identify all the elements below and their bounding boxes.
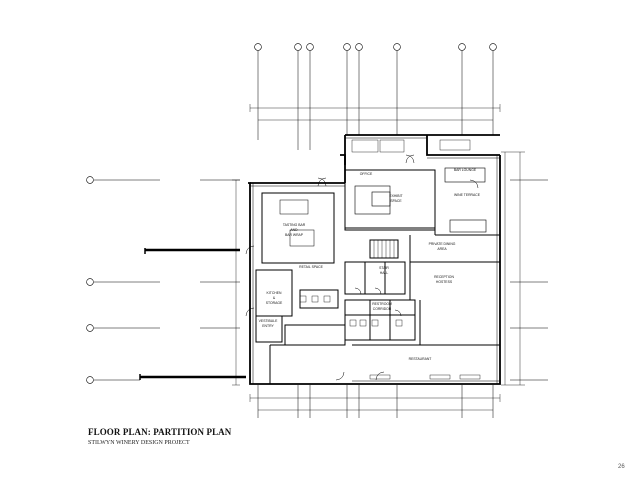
room-label-terrace: WINE TERRACE xyxy=(454,193,481,197)
svg-text:ENTRY: ENTRY xyxy=(262,324,274,328)
page-number: 26 xyxy=(618,464,625,470)
room-label-bar-lounge: BAR LOUNGE xyxy=(454,168,477,172)
grid-bubbles-left xyxy=(86,176,94,384)
room-label-stair: STAIR xyxy=(379,266,389,270)
interior-partitions xyxy=(255,167,500,384)
svg-text:STORAGE: STORAGE xyxy=(266,301,283,305)
room-label-vestibule: VESTIBULE xyxy=(259,319,278,323)
grid-bubbles-top xyxy=(254,43,497,51)
svg-text:AREA: AREA xyxy=(437,247,447,251)
room-label-restroom: RESTROOM xyxy=(372,302,392,306)
svg-text:HOSTESS: HOSTESS xyxy=(436,280,453,284)
room-label-restaurant: RESTAURANT xyxy=(409,357,432,361)
room-label-reception: RECEPTION xyxy=(434,275,454,279)
fixtures xyxy=(299,139,481,380)
grid-lines-horizontal xyxy=(94,179,548,381)
room-label-private-dining: PRIVATE DINING xyxy=(429,242,456,246)
svg-text:BAR WRAP: BAR WRAP xyxy=(285,233,304,237)
dimension-lines-top xyxy=(249,104,501,121)
room-label-kitchen: KITCHEN xyxy=(267,291,282,295)
svg-text:CORRIDOR: CORRIDOR xyxy=(373,307,392,311)
top-window-band xyxy=(250,137,500,384)
svg-text:HALL: HALL xyxy=(380,271,389,275)
svg-text:&: & xyxy=(273,296,276,300)
room-label-tasting: TASTING BAR xyxy=(283,223,306,227)
sheet-title: FLOOR PLAN: PARTITION PLAN xyxy=(88,427,232,437)
exterior-walls xyxy=(248,134,501,385)
grid-lines-vertical xyxy=(257,51,494,418)
entry-walls xyxy=(140,248,246,379)
dimension-lines-left xyxy=(232,179,240,386)
sheet-subtitle: STILWYN WINERY DESIGN PROJECT xyxy=(88,440,190,446)
svg-text:SPACE: SPACE xyxy=(390,199,402,203)
room-label-retail: RETAIL SPACE xyxy=(299,265,323,269)
dimension-lines-right xyxy=(501,151,525,386)
room-labels: TASTING BAR AND BAR WRAP RETAIL SPACE KI… xyxy=(259,168,481,361)
door-swings xyxy=(245,154,479,381)
room-label-display: EXHIBIT xyxy=(389,194,402,198)
room-label-office: OFFICE xyxy=(360,172,373,176)
svg-text:AND: AND xyxy=(290,228,298,232)
dimension-lines-bottom xyxy=(249,394,501,411)
